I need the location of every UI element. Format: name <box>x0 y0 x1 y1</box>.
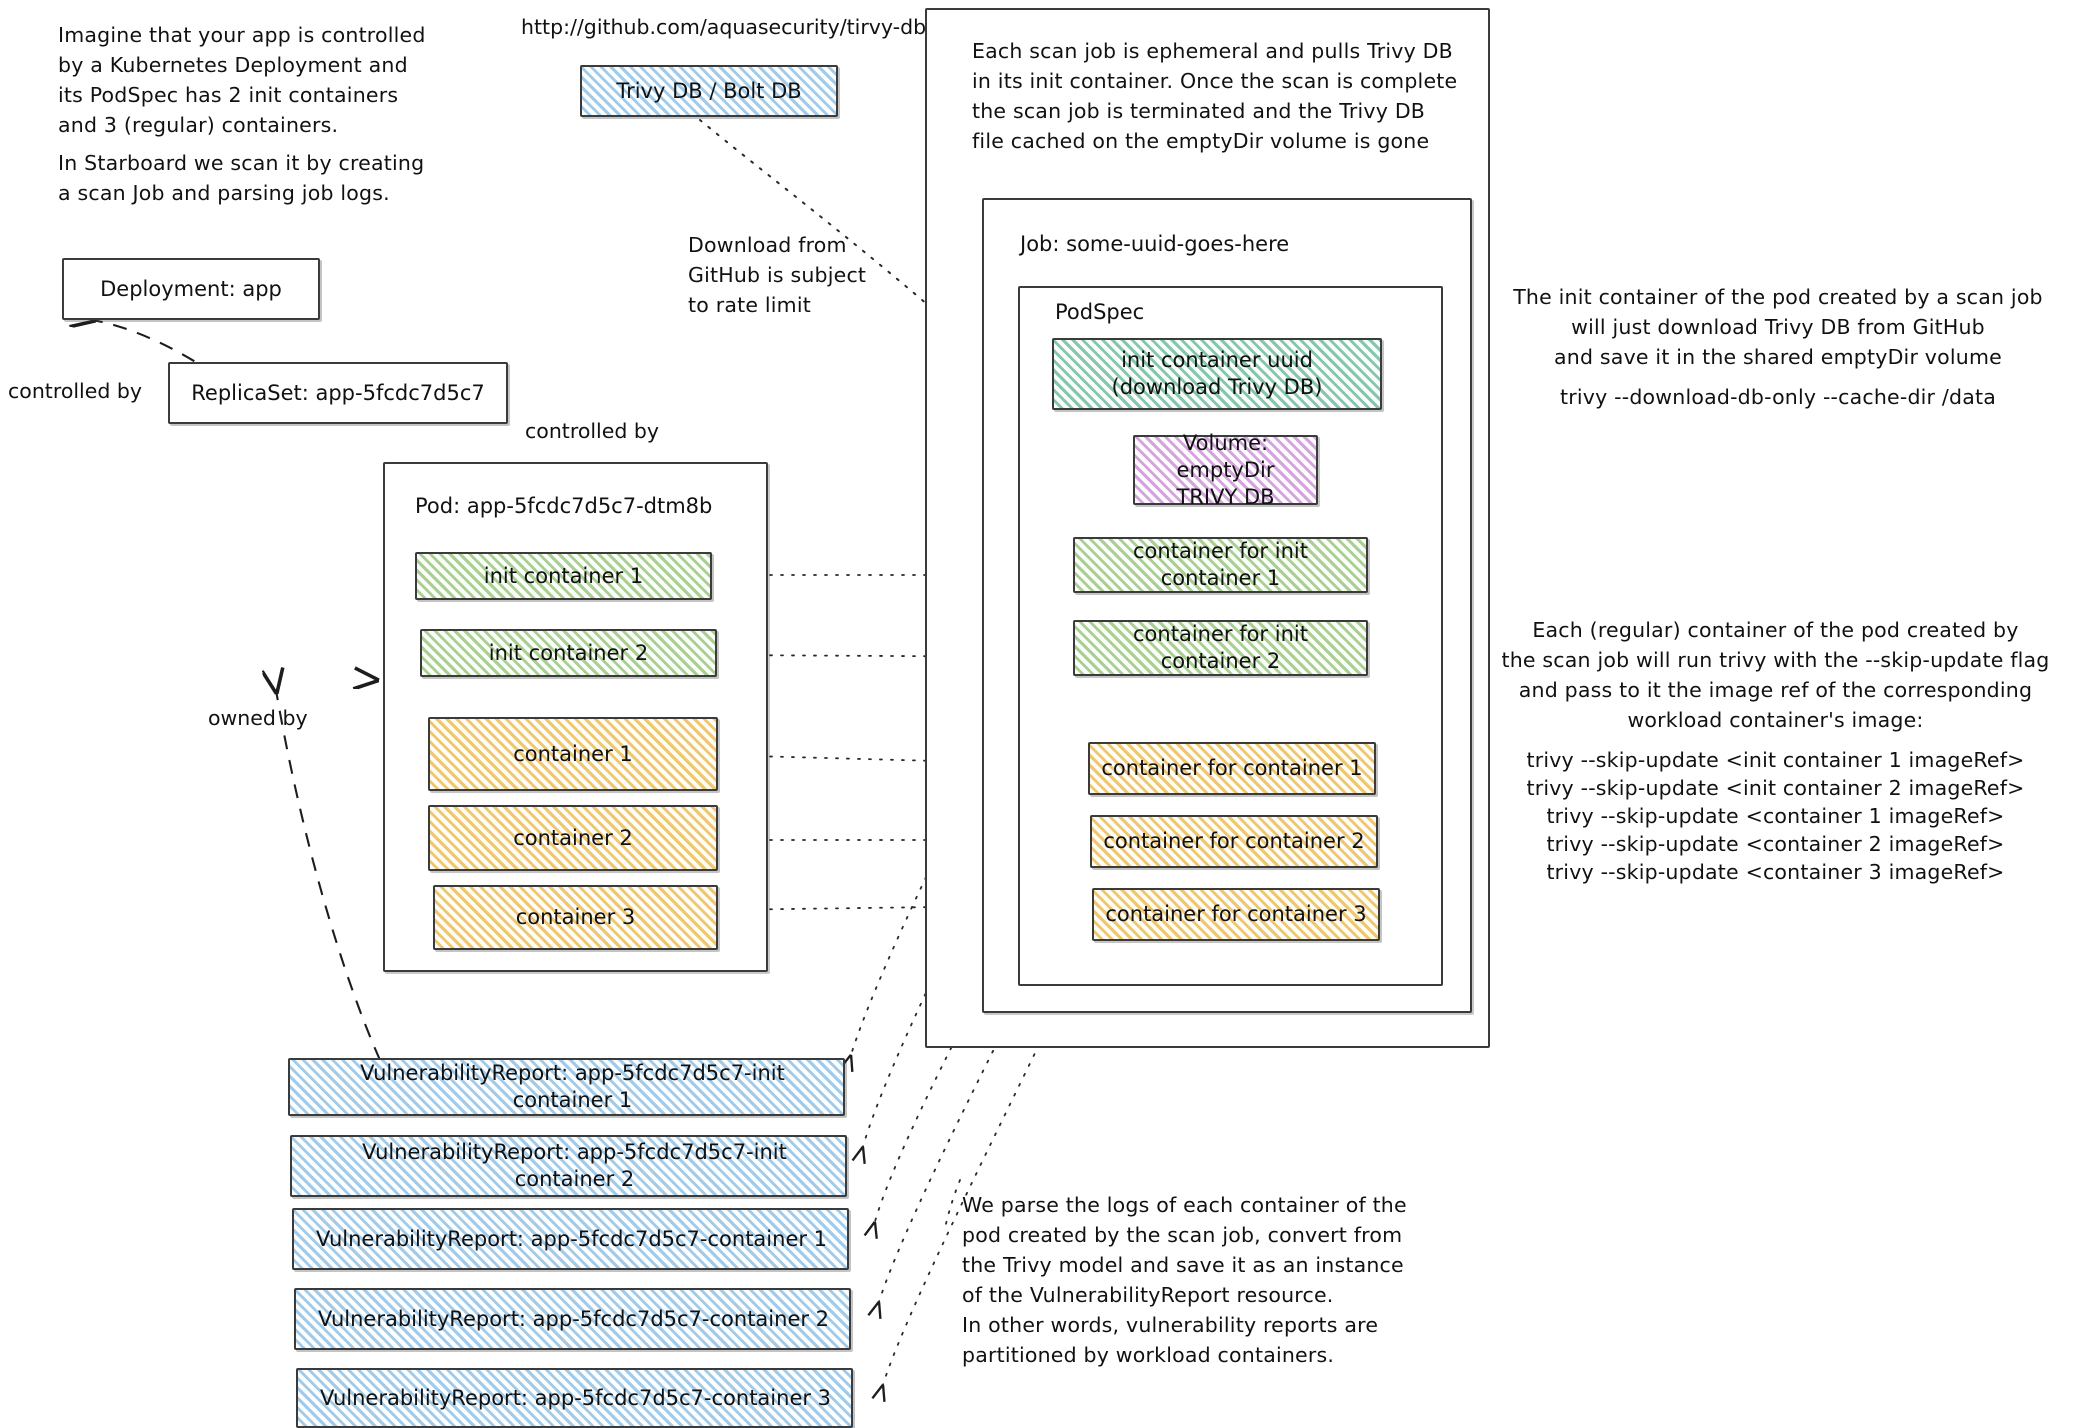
job-container-label: container for init container 2 <box>1133 622 1308 673</box>
job-container-label: container for init container 1 <box>1133 539 1308 590</box>
edge-label-controlled-by-left: controlled by <box>8 379 143 403</box>
job-container-2[interactable]: container for container 1 <box>1088 742 1376 795</box>
replicaset-label: ReplicaSet: app-5fcdc7d5c7 <box>191 380 485 405</box>
download-rate-limit-note: Download from GitHub is subject to rate … <box>688 233 867 317</box>
job-container-0[interactable]: container for init container 1 <box>1073 537 1368 593</box>
pod-title: Pod: app-5fcdc7d5c7-dtm8b <box>415 494 713 518</box>
job-container-3[interactable]: container for container 2 <box>1090 815 1378 868</box>
vulnerability-report-0[interactable]: VulnerabilityReport: app-5fcdc7d5c7-init… <box>288 1058 845 1116</box>
vulnerability-report-label: VulnerabilityReport: app-5fcdc7d5c7-init… <box>362 1140 787 1191</box>
pod-container-label: init container 2 <box>488 640 649 665</box>
trivy-db-url[interactable]: http://github.com/aquasecurity/tirvy-db <box>521 15 927 39</box>
edge-label-controlled-by-right: controlled by <box>525 419 660 443</box>
trivy-command-3: trivy --skip-update <container 2 imageRe… <box>1546 832 2005 856</box>
deployment-label: Deployment: app <box>100 276 282 301</box>
job-container-4[interactable]: container for container 3 <box>1092 888 1380 941</box>
trivy-db-box-label: Trivy DB / Bolt DB <box>616 78 802 103</box>
trivy-command-4: trivy --skip-update <container 3 imageRe… <box>1546 860 2005 884</box>
scan-job-ephemeral-note: Each scan job is ephemeral and pulls Tri… <box>972 39 1458 153</box>
pod-container-3[interactable]: container 2 <box>428 805 718 871</box>
pod-container-0[interactable]: init container 1 <box>415 552 712 600</box>
replicaset-box[interactable]: ReplicaSet: app-5fcdc7d5c7 <box>168 362 508 424</box>
pod-container-label: container 3 <box>515 905 636 929</box>
vulnerability-report-2[interactable]: VulnerabilityReport: app-5fcdc7d5c7-cont… <box>292 1208 849 1270</box>
vulnerability-report-3[interactable]: VulnerabilityReport: app-5fcdc7d5c7-cont… <box>294 1288 851 1350</box>
trivy-command-1: trivy --skip-update <init container 2 im… <box>1526 776 2025 800</box>
pod-container-4[interactable]: container 3 <box>433 885 718 950</box>
job-title: Job: some-uuid-goes-here <box>1020 232 1290 256</box>
init-container-command: trivy --download-db-only --cache-dir /da… <box>1560 385 1996 409</box>
pod-container-2[interactable]: container 1 <box>428 717 718 791</box>
job-container-label: container for container 2 <box>1103 829 1365 853</box>
job-container-label: container for container 3 <box>1105 902 1367 926</box>
vulnerability-report-label: VulnerabilityReport: app-5fcdc7d5c7-cont… <box>320 1385 832 1410</box>
volume-emptydir-box[interactable]: Volume: emptyDir TRIVY DB <box>1133 431 1318 509</box>
vulnerability-report-1[interactable]: VulnerabilityReport: app-5fcdc7d5c7-init… <box>290 1135 847 1197</box>
init-container-annotation: The init container of the pod created by… <box>1513 285 2043 369</box>
job-container-label: container for container 1 <box>1101 756 1363 780</box>
edge-label-owned-by: owned by <box>208 706 308 730</box>
intro-paragraph-1: Imagine that your app is controlled by a… <box>58 23 426 137</box>
trivy-db-box[interactable]: Trivy DB / Bolt DB <box>580 65 838 117</box>
vulnerability-report-label: VulnerabilityReport: app-5fcdc7d5c7-cont… <box>316 1226 828 1251</box>
parse-logs-annotation: We parse the logs of each container of t… <box>962 1193 1407 1367</box>
vulnerability-report-label: VulnerabilityReport: app-5fcdc7d5c7-cont… <box>318 1306 830 1331</box>
vulnerability-report-4[interactable]: VulnerabilityReport: app-5fcdc7d5c7-cont… <box>296 1368 853 1428</box>
regular-container-annotation: Each (regular) container of the pod crea… <box>1501 618 2050 732</box>
deployment-box[interactable]: Deployment: app <box>62 258 320 320</box>
trivy-command-0: trivy --skip-update <init container 1 im… <box>1526 748 2025 772</box>
job-container-1[interactable]: container for init container 2 <box>1073 620 1368 676</box>
volume-emptydir-label: Volume: emptyDir TRIVY DB <box>1176 430 1275 509</box>
job-init-container-label: init container uuid (download Trivy DB) <box>1111 348 1323 399</box>
podspec-title: PodSpec <box>1055 300 1145 324</box>
trivy-command-2: trivy --skip-update <container 1 imageRe… <box>1546 804 2005 828</box>
intro-paragraph-2: In Starboard we scan it by creating a sc… <box>58 151 425 205</box>
job-init-container-box[interactable]: init container uuid (download Trivy DB) <box>1052 338 1382 410</box>
pod-container-1[interactable]: init container 2 <box>420 629 717 677</box>
pod-container-label: container 1 <box>513 741 633 766</box>
vulnerability-report-label: VulnerabilityReport: app-5fcdc7d5c7-init… <box>360 1061 785 1112</box>
pod-container-label: container 2 <box>513 825 633 850</box>
pod-container-label: init container 1 <box>483 563 644 588</box>
